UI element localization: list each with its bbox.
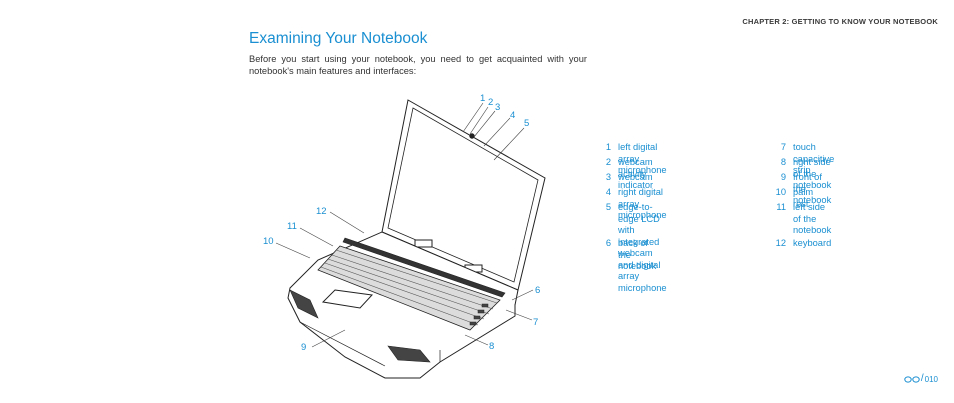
callout-4: 4 xyxy=(510,110,515,121)
callout-leaders xyxy=(275,102,534,348)
callout-11: 11 xyxy=(287,221,297,232)
page-separator: / xyxy=(920,373,924,384)
webcam-lens-icon xyxy=(469,133,475,139)
keyboard-area xyxy=(317,245,501,331)
page-number-value: 010 xyxy=(924,375,938,384)
callout-3: 3 xyxy=(495,102,500,113)
alien-logo-icon xyxy=(904,376,920,383)
touchpad xyxy=(321,289,374,309)
callout-8: 8 xyxy=(489,341,494,352)
left-palm-vent xyxy=(289,289,319,319)
chapter-header: CHAPTER 2: GETTING TO KNOW YOUR NOTEBOOK xyxy=(742,17,938,26)
callout-6: 6 xyxy=(535,285,540,296)
callout-9: 9 xyxy=(301,342,306,353)
callout-7: 7 xyxy=(533,317,538,328)
base-shadow-line xyxy=(299,321,441,367)
callout-10: 10 xyxy=(263,236,274,247)
page-number: / 010 xyxy=(904,373,938,384)
callout-1: 1 xyxy=(480,93,485,104)
callout-5: 5 xyxy=(524,118,529,129)
laptop-drawing xyxy=(287,99,546,379)
callout-numbers: 1 2 3 4 5 6 7 8 9 10 11 12 xyxy=(263,93,540,353)
intro-paragraph: Before you start using your notebook, yo… xyxy=(249,54,587,76)
right-palm-vent xyxy=(387,345,431,363)
touch-capacitive-strip xyxy=(342,237,506,298)
section-title: Examining Your Notebook xyxy=(249,30,428,47)
keyboard-keys xyxy=(320,249,498,326)
hinge-left xyxy=(414,239,433,248)
callout-2: 2 xyxy=(488,97,493,108)
callout-12: 12 xyxy=(316,206,327,217)
right-side-ports xyxy=(469,303,489,326)
screen-panel xyxy=(387,107,539,283)
